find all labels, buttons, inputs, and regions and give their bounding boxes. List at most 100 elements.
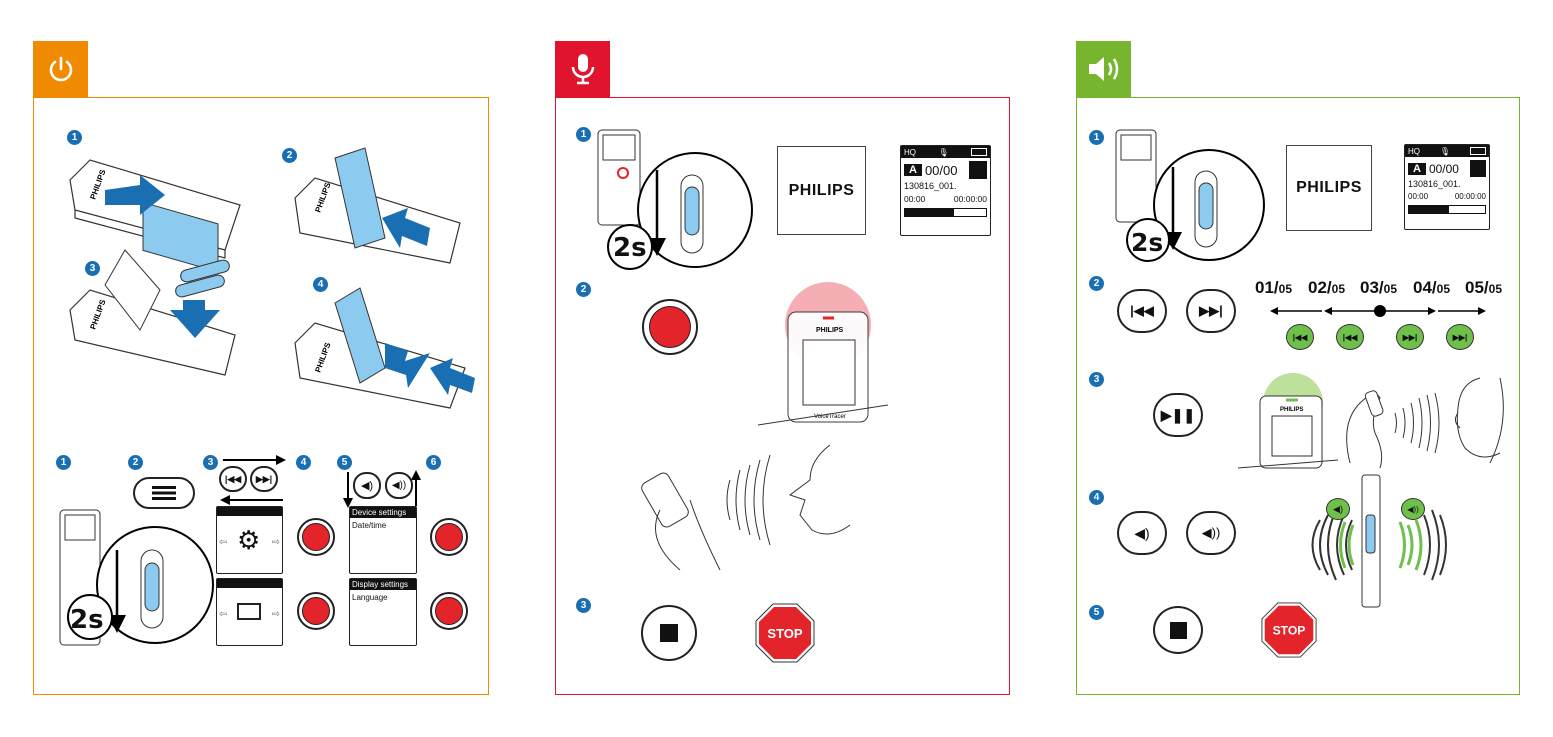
step-number: 4 (1089, 490, 1104, 505)
step-number: 3 (85, 261, 100, 276)
device-brand: PHILIPS (1280, 407, 1303, 413)
volume-side-control-illustration (1311, 474, 1447, 608)
stop-button[interactable] (641, 605, 697, 661)
startup-logo-screen: PHILIPS (777, 146, 866, 235)
menu-title: Display settings (350, 579, 416, 590)
battery-cover-close-illustration: PHILIPS (294, 287, 475, 409)
volume-arrows (343, 470, 421, 508)
track-label: 03/05 (1360, 278, 1397, 297)
left-arrow-icon: ⇦ (219, 537, 228, 548)
right-arrow-icon: ⇨ (271, 609, 280, 620)
volume-up-icon: ◀)) (1201, 525, 1221, 540)
stop-sign-icon: STOP (1261, 602, 1317, 658)
track-label: 05/05 (1465, 278, 1502, 297)
menu-button[interactable] (133, 477, 195, 509)
next-button[interactable]: ▶▶| (1186, 289, 1236, 333)
playback-progress-bar (1408, 205, 1486, 214)
record-button[interactable] (297, 518, 335, 556)
step-number: 2 (576, 282, 591, 297)
recording-counter: 00/00 (924, 162, 958, 178)
power-tab (33, 41, 88, 97)
previous-button[interactable]: |◀◀ (1117, 289, 1167, 333)
recording-device-illustration: PHILIPS VoiceTracer (757, 282, 889, 426)
stop-icon (1169, 621, 1187, 639)
stop-sign-label: STOP (767, 626, 802, 641)
device-model-label: VoiceTracer (814, 414, 846, 420)
menu-icon (152, 486, 176, 500)
volume-down-icon: ◀) (1134, 524, 1150, 541)
folder-indicator: A (904, 164, 922, 176)
play-pause-icon: ▶❚❚ (1160, 406, 1196, 423)
hold-duration-label: 2s (613, 233, 647, 263)
volume-down-button[interactable]: ◀) (1117, 511, 1167, 555)
volume-up-button[interactable]: ◀)) (1186, 511, 1236, 555)
volume-down-button[interactable]: ◀) (353, 472, 381, 499)
volume-up-icon: ◀)) (391, 480, 407, 491)
volume-up-green-icon: ◀)) (1401, 498, 1425, 520)
track-label: 01/05 (1255, 278, 1292, 297)
microphone-sensitivity-icon: 🎙 (938, 147, 949, 157)
track-navigation-arrows (1270, 305, 1486, 317)
step-number: 1 (1089, 130, 1104, 145)
volume-up-button[interactable]: ◀)) (385, 472, 413, 499)
battery-insert-illustration: PHILIPS (69, 249, 236, 376)
hold-duration-label: 2s (70, 605, 104, 635)
settings-screen: ⚙ ⇦ ⇨ (216, 506, 283, 574)
play-pause-button[interactable]: ▶❚❚ (1153, 393, 1203, 437)
folder-indicator: A (1408, 162, 1426, 175)
record-button[interactable] (430, 518, 468, 556)
skip-back-green-icon: |◀◀ (1336, 324, 1364, 350)
file-name: 130816_001. (1408, 179, 1461, 189)
device-power-slide-illustration (597, 129, 753, 270)
step-number: 2 (282, 148, 297, 163)
stop-icon (660, 624, 678, 642)
stop-sign-icon: STOP (755, 603, 815, 663)
elapsed-time: 00:00 (1408, 192, 1429, 201)
total-time: 00:00:00 (953, 194, 987, 204)
skip-forward-icon: ▶▶| (255, 473, 273, 484)
track-label: 04/05 (1413, 278, 1450, 297)
player-display: HQ 🎙 A 00/00 130816_001. 00:00 00:00:00 (1404, 144, 1490, 230)
skip-forward-green-icon: ▶▶| (1396, 324, 1424, 350)
monitor-icon (237, 603, 261, 620)
stop-sign-label: STOP (1273, 624, 1306, 638)
skip-forward-green-icon: ▶▶| (1446, 324, 1474, 350)
volume-down-icon: ◀) (360, 480, 374, 492)
battery-icon (1470, 147, 1486, 155)
play-tab (1076, 41, 1131, 97)
volume-down-green-icon: ◀) (1326, 498, 1350, 520)
hold-duration-label: 2s (1131, 228, 1164, 257)
battery-cover-slide-illustration: PHILIPS (294, 147, 461, 264)
left-arrow-icon: ⇦ (219, 609, 228, 620)
skip-back-icon: |◀◀ (224, 473, 242, 484)
step-number: 2 (128, 455, 143, 470)
right-arrow-icon: ⇨ (271, 537, 280, 548)
quality-indicator: HQ (904, 147, 916, 157)
step-number: 6 (426, 455, 441, 470)
display-settings-screen: Display settings Language (349, 578, 417, 646)
display-screen: ⇦ ⇨ (216, 578, 283, 646)
startup-logo-screen: PHILIPS (1286, 145, 1372, 231)
record-button[interactable] (642, 299, 698, 355)
recording-counter: 00/00 (1428, 161, 1459, 176)
record-button[interactable] (430, 592, 468, 630)
step-number: 3 (1089, 372, 1104, 387)
person-listening-illustration (1346, 377, 1504, 469)
step-number: 4 (313, 277, 328, 292)
stop-button[interactable] (1153, 606, 1203, 654)
person-speaking-illustration (641, 444, 851, 571)
device-settings-screen: Device settings Date/time (349, 506, 417, 574)
previous-button[interactable]: |◀◀ (219, 466, 247, 492)
record-button[interactable] (297, 592, 335, 630)
record-status-block (969, 161, 987, 179)
gear-icon: ⚙ (237, 525, 261, 555)
track-label: 02/05 (1308, 278, 1345, 297)
total-time: 00:00:00 (1454, 192, 1486, 201)
recorder-display: HQ 🎙 A 00/00 130816_001. 00:00 00:00:00 (900, 145, 991, 236)
menu-item: Language (352, 593, 388, 602)
step-number: 3 (203, 455, 218, 470)
navigate-arrows (220, 455, 286, 505)
next-button[interactable]: ▶▶| (250, 466, 278, 492)
microphone-sensitivity-icon: 🎙 (1439, 146, 1451, 156)
microphone-icon (571, 54, 594, 85)
